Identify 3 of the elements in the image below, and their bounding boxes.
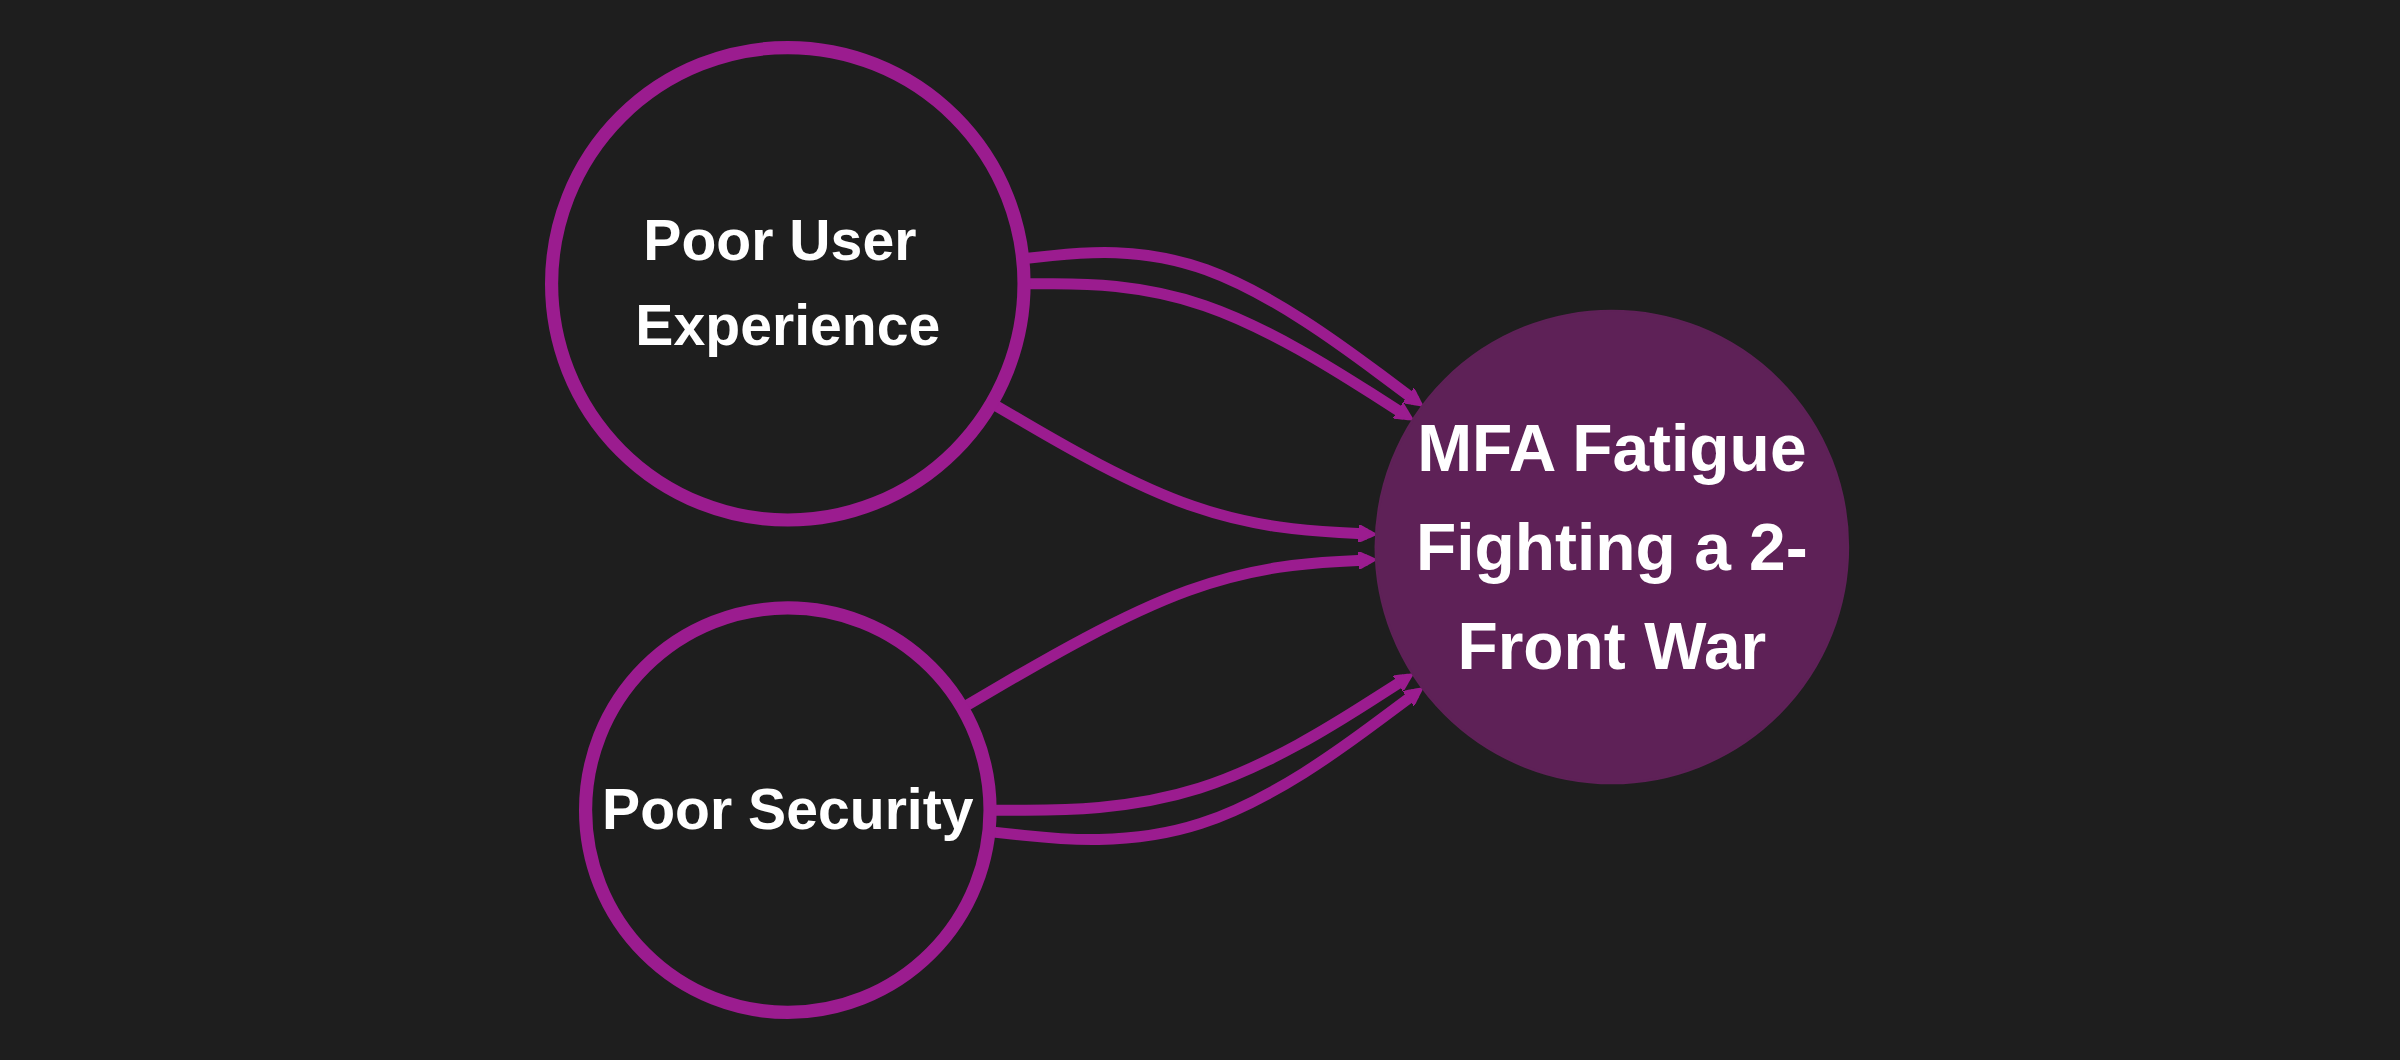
node-circle: MFA Fatigue Fighting a 2-Front War	[1374, 309, 1850, 785]
node-circle: Poor User Experience	[545, 41, 1031, 527]
node-circle: Poor Security	[579, 601, 997, 1019]
